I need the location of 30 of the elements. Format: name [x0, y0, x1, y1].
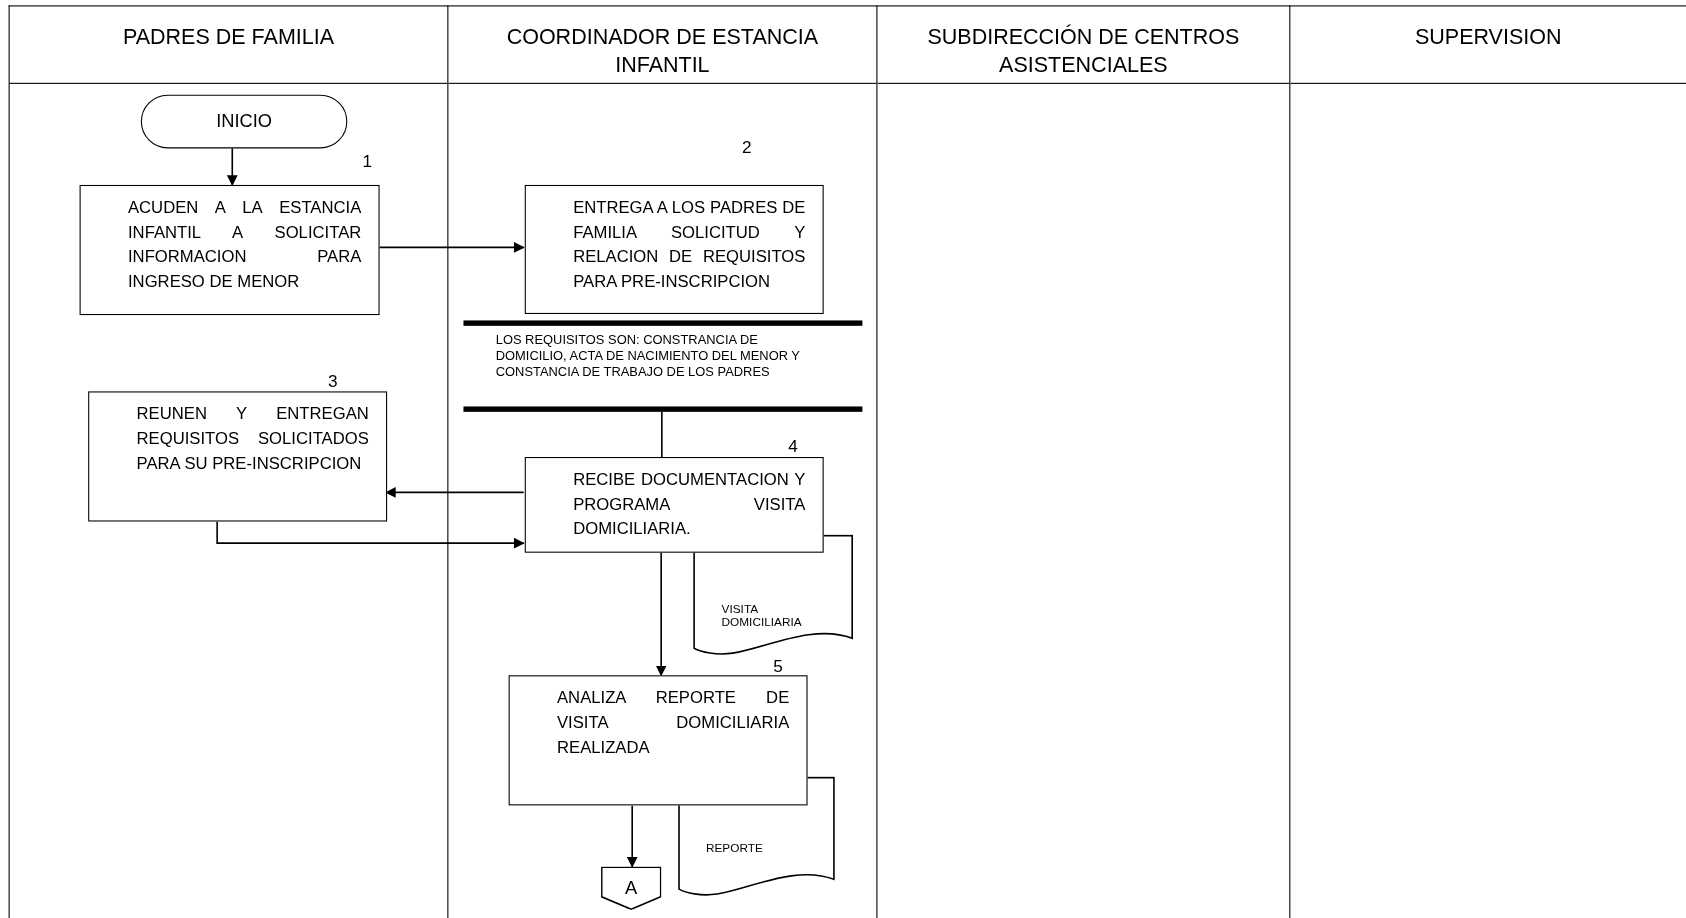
- node-text: ACUDEN A LA ESTANCIA INFANTIL A SOLICITAR INFORMACION PARA INGRESO DE MENOR: [127, 196, 362, 293]
- process-box: [88, 391, 388, 522]
- node-text: REPORTE: [705, 841, 764, 855]
- lane-title: PADRES DE FAMILIA: [121, 23, 336, 51]
- node-text: ANALIZA REPORTE DE VISITA DOMICILIARIA REALIZADA: [557, 687, 790, 758]
- node-text: RECIBE DOCUMENTACION Y PROGRAMA VISITA DOMICILIARIA.: [573, 468, 806, 540]
- lane-title: SUPERVISION: [1413, 23, 1563, 51]
- step-number: 5: [773, 657, 783, 677]
- process-box: [524, 184, 824, 314]
- node-text: ENTREGA A LOS PADRES DE FAMILIA SOLICITUD Y RELACION DE REQUISITOS PARA PRE-INSCRIPCION: [573, 196, 806, 293]
- offpage-connector: [601, 866, 662, 910]
- note-annotation: [463, 320, 863, 412]
- arrow: [226, 147, 238, 187]
- step-number: 1: [362, 151, 372, 171]
- lane-title: SUBDIRECCIÓN DE CENTROS ASISTENCIALES: [926, 23, 1241, 79]
- step-number: 3: [327, 372, 338, 392]
- arrow: [655, 551, 667, 677]
- arrow: [626, 804, 638, 868]
- node-text: REUNEN Y ENTREGAN REQUISITOS SOLICITADOS PARA SU PRE-INSCRIPCION: [136, 403, 369, 475]
- process-box: [524, 457, 824, 553]
- node-text: VISITA DOMICILIARIA: [721, 602, 803, 629]
- node-text: A: [625, 877, 638, 899]
- step-number: 2: [741, 137, 752, 157]
- arrow: [216, 520, 525, 549]
- note-text: LOS REQUISITOS SON: CONSTRANCIA DE DOMICILIO, ACTA DE NACIMIENTO DEL MENOR Y CONSTANCIA DE TRABAJO DE LOS PADRES: [495, 332, 800, 380]
- lane-title: COORDINADOR DE ESTANCIA INFANTIL: [505, 23, 820, 79]
- connector-line: [661, 411, 663, 458]
- node-text: INICIO: [216, 110, 272, 133]
- process-box: [79, 184, 380, 316]
- step-number: 4: [788, 436, 798, 456]
